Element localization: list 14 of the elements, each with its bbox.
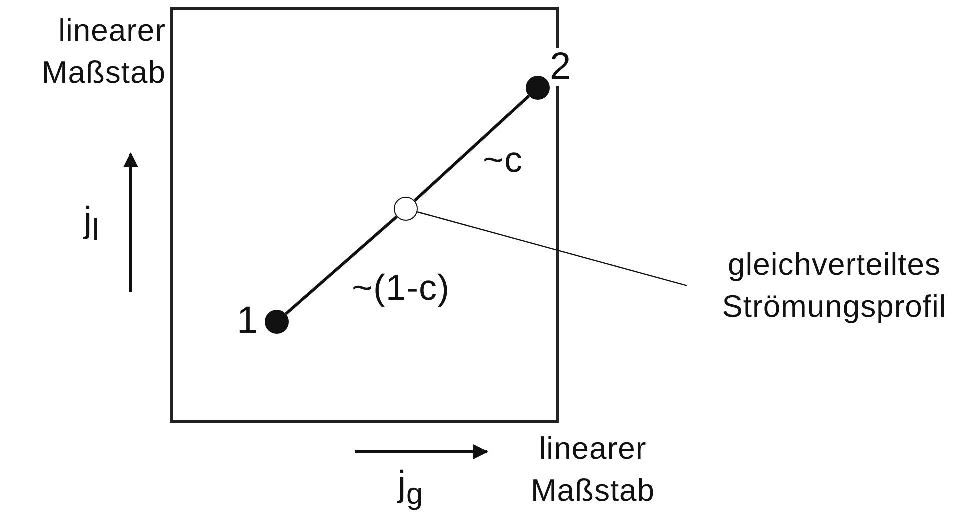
axis-symbol: j$_{l}$ bbox=[84, 198, 101, 250]
connecting-line bbox=[414, 95, 530, 202]
axis-label: linearer Maßstab bbox=[530, 430, 656, 510]
axis-label: linearer Maßstab bbox=[40, 12, 166, 92]
open-point-marker bbox=[394, 197, 418, 221]
point-number: 2 bbox=[550, 48, 572, 86]
filled-point-marker bbox=[265, 310, 289, 334]
leader-line bbox=[417, 212, 688, 286]
edge-label: ~c bbox=[483, 140, 524, 180]
edge-label: ~(1-c) bbox=[352, 268, 450, 308]
axis-symbol: j$_{g}$ bbox=[398, 462, 425, 514]
connecting-line bbox=[285, 216, 398, 316]
filled-point-marker bbox=[526, 76, 550, 100]
callout-text: gleichverteiltes Strömungsprofil bbox=[690, 244, 979, 328]
